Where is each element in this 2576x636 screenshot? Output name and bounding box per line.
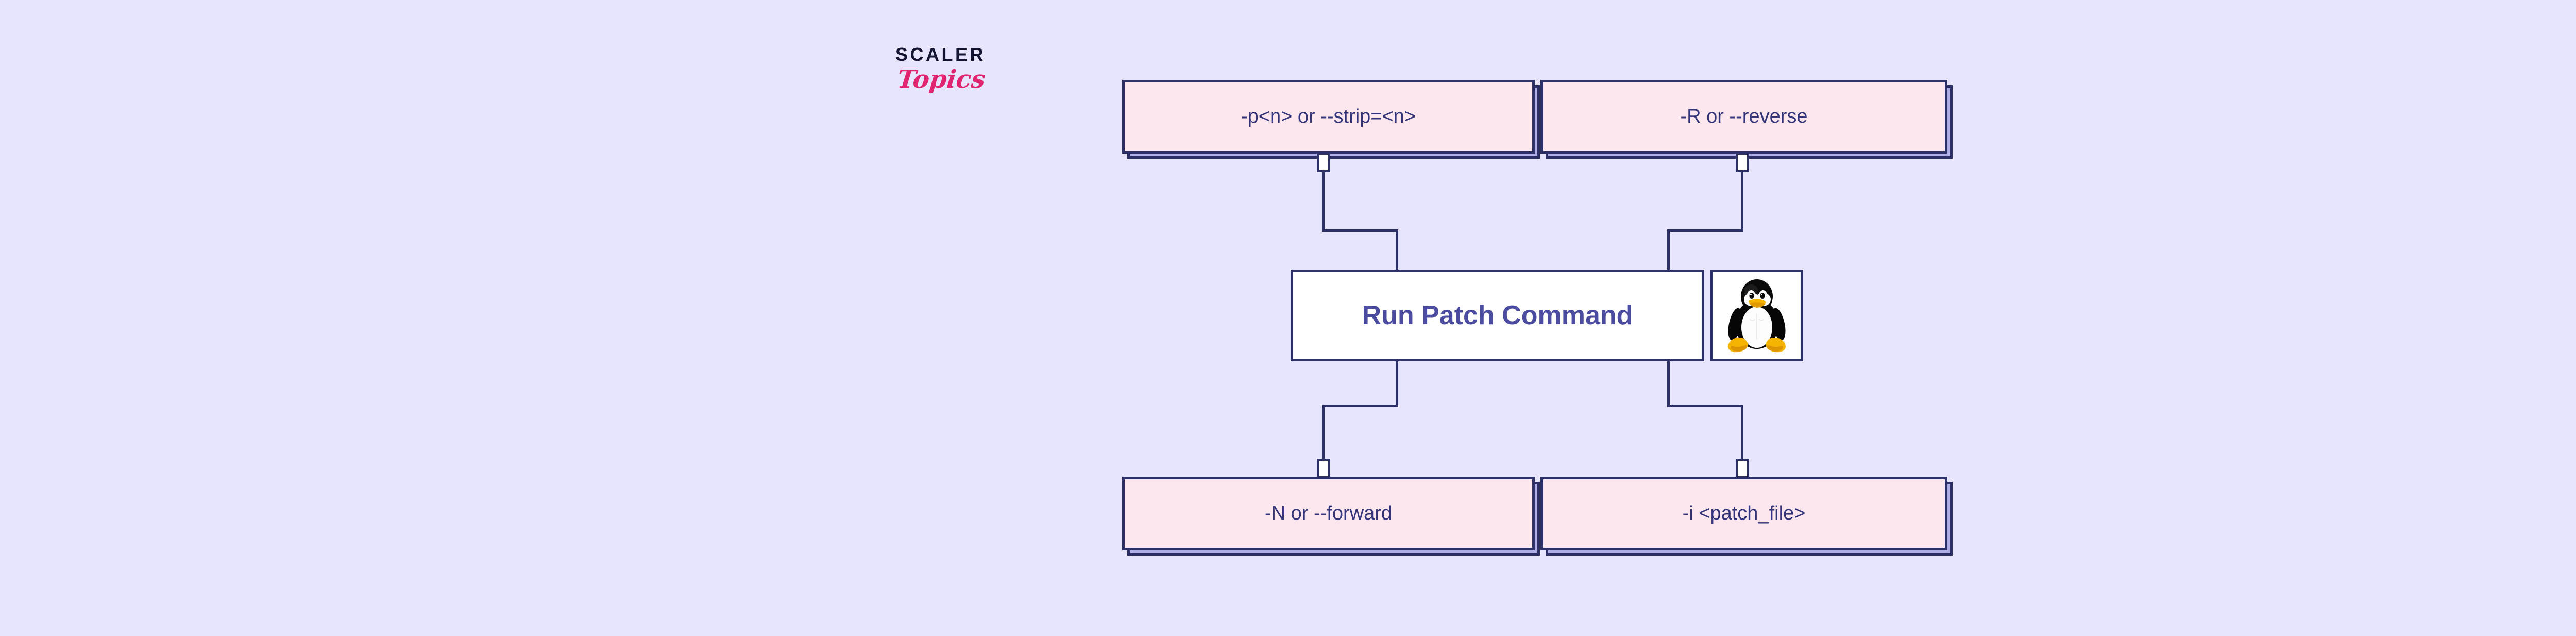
connector-input-horizontal (1667, 405, 1743, 407)
option-label-reverse: -R or --reverse (1680, 106, 1808, 127)
connector-input-vertical-upper (1667, 358, 1670, 405)
connector-reverse-horizontal (1667, 229, 1743, 232)
linux-tux-penguin-box (1710, 270, 1803, 361)
connector-forward-horizontal (1322, 405, 1398, 407)
connector-stub-strip (1317, 153, 1330, 172)
connector-forward-vertical-lower (1322, 405, 1325, 479)
option-box-reverse[interactable]: -R or --reverse (1540, 80, 1947, 154)
option-label-strip: -p<n> or --strip=<n> (1241, 106, 1416, 127)
option-label-forward: -N or --forward (1264, 503, 1393, 524)
option-box-forward[interactable]: -N or --forward (1122, 477, 1535, 550)
connector-stub-input (1736, 459, 1749, 478)
center-node-run-patch-command[interactable]: Run Patch Command (1291, 270, 1704, 361)
scaler-topics-logo: SCALER Topics (895, 45, 1050, 112)
connector-stub-forward (1317, 459, 1330, 478)
option-label-input: -i <patch_file> (1682, 503, 1806, 524)
logo-scaler-text: SCALER (895, 44, 986, 65)
option-box-input[interactable]: -i <patch_file> (1540, 477, 1947, 550)
logo-topics-text: Topics (896, 65, 987, 94)
connector-reverse-vertical-upper (1741, 155, 1743, 232)
connector-strip-vertical-upper (1322, 155, 1325, 232)
center-node-label: Run Patch Command (1362, 300, 1633, 330)
linux-tux-penguin-icon (1728, 279, 1786, 353)
connector-input-vertical-lower (1741, 405, 1743, 479)
connector-reverse-vertical-lower (1667, 229, 1670, 273)
connector-forward-vertical-upper (1396, 358, 1398, 405)
connector-stub-reverse (1736, 153, 1749, 172)
option-box-strip[interactable]: -p<n> or --strip=<n> (1122, 80, 1535, 154)
connector-strip-horizontal (1322, 229, 1398, 232)
connector-strip-vertical-lower (1396, 229, 1398, 273)
